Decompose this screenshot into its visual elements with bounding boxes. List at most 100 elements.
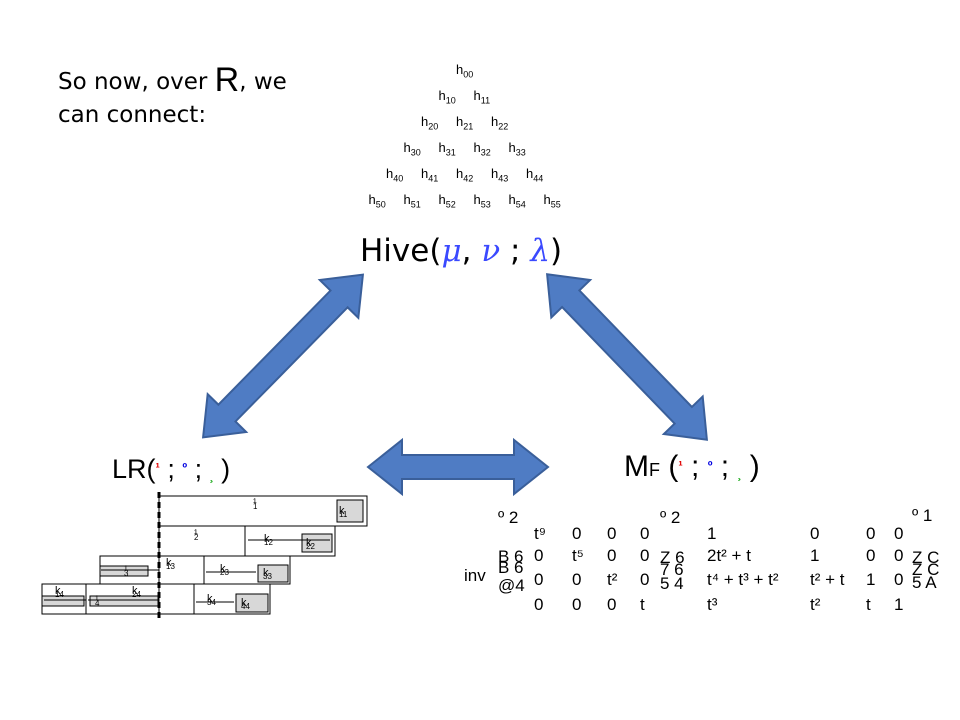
k-letter: k xyxy=(132,585,138,597)
hive-cell-letter: h xyxy=(491,114,499,129)
hive-cell-index: 55 xyxy=(550,199,561,210)
hive-cell: h43 xyxy=(491,166,508,184)
k44-box xyxy=(235,593,269,613)
hive-cell: h00 xyxy=(456,62,473,80)
hive-cell-letter: h xyxy=(368,192,376,207)
matrix-entry: 0 xyxy=(894,524,904,543)
matrix-garble-z2: 7 6 xyxy=(660,560,684,579)
hive-cell-index: 42 xyxy=(463,173,474,184)
hive-cell-letter: h xyxy=(526,166,534,181)
hive-cell: h11 xyxy=(474,88,491,106)
k-subscript: 34 xyxy=(207,598,216,608)
field-symbol-r: R xyxy=(214,61,240,99)
matrix-entry: t² xyxy=(607,570,618,589)
matrix-garble-b6b: B 6 xyxy=(498,558,524,577)
hive-cell-index: 33 xyxy=(515,147,526,158)
hive-cell-letter: h xyxy=(491,166,499,181)
arrow-horizontal xyxy=(366,437,550,497)
hive-cell-index: 30 xyxy=(410,147,421,158)
hive-cell-index: 40 xyxy=(393,173,404,184)
k-subscript: 22 xyxy=(306,542,315,552)
hive-cell: h40 xyxy=(386,166,403,184)
lambda-symbol: λ xyxy=(530,233,550,269)
hive-cell: h52 xyxy=(439,192,456,210)
hive-cell-index: 53 xyxy=(480,199,491,210)
hive-cell-letter: h xyxy=(438,192,446,207)
k-subscript: 11 xyxy=(339,510,348,520)
matrix-entry: 0 xyxy=(640,546,650,565)
hive-cell-letter: h xyxy=(473,192,481,207)
intro-prefix: So now, over xyxy=(58,69,215,95)
matrix-garble-at4: @4 xyxy=(498,576,525,595)
matrix-garble-z3: 5 4 xyxy=(660,574,684,593)
matrix-entry: t⁴ + t³ + t² xyxy=(707,570,779,589)
hive-cell-letter: h xyxy=(386,166,394,181)
hive-cell: h33 xyxy=(509,140,526,158)
hive-cell-index: 44 xyxy=(533,173,544,184)
k-subscript: 12 xyxy=(264,538,273,548)
mf-name: M xyxy=(624,450,649,483)
k-letter: k xyxy=(220,563,226,575)
row-label-glyph: ¹ xyxy=(95,594,99,606)
hive-cell: h31 xyxy=(439,140,456,158)
hive-cell-index: 21 xyxy=(463,121,474,132)
k-letter: k xyxy=(166,557,172,569)
k33-box xyxy=(257,564,289,583)
k-subscript: 13 xyxy=(166,562,175,572)
matrix-entry: 0 xyxy=(534,595,544,614)
hive-cell: h55 xyxy=(544,192,561,210)
matrix-inv-label: inv xyxy=(464,566,486,585)
hive-cell-letter: h xyxy=(403,192,411,207)
k-subscript: 23 xyxy=(220,568,229,578)
matrix-entry: 0 xyxy=(894,546,904,565)
matrix-entry: 0 xyxy=(640,570,650,589)
matrix-garble-zc1: Z C xyxy=(912,548,940,567)
lr-sep-2: ; xyxy=(187,454,210,484)
mf-title: MF (¹ ; º ; ¸ ) xyxy=(624,450,760,484)
row-label-sub: 4 xyxy=(95,599,100,609)
intro-line-2: can connect: xyxy=(58,102,207,128)
lr-sep-1: ; xyxy=(159,454,183,484)
matrix-garble-zc2: Z C xyxy=(912,560,940,579)
matrix-entry: 0 xyxy=(894,570,904,589)
hive-cell-letter: h xyxy=(508,192,516,207)
matrix-entry: t xyxy=(866,595,871,614)
hive-cell-index: 11 xyxy=(480,95,491,106)
mu-symbol: μ xyxy=(441,233,462,269)
row-label-glyph: ¹ xyxy=(124,564,128,576)
arrow-right-diagonal xyxy=(545,273,709,441)
hive-sep-1: , xyxy=(461,233,482,269)
mf-open: ( xyxy=(660,450,679,483)
k-subscript: 44 xyxy=(241,602,250,612)
mf-arg-3: ¸ xyxy=(737,467,742,481)
hive-cell: h42 xyxy=(456,166,473,184)
hive-cell-index: 43 xyxy=(498,173,509,184)
hive-cell-index: 41 xyxy=(428,173,439,184)
matrix-entry: 1 xyxy=(894,595,904,614)
k-letter: k xyxy=(306,537,312,549)
matrix-entry: t⁹ xyxy=(534,524,547,543)
hive-cell-letter: h xyxy=(421,166,429,181)
k-letter: k xyxy=(55,585,61,597)
hive-cell-index: 31 xyxy=(445,147,456,158)
row-label-glyph: ¹ xyxy=(194,528,198,540)
hive-cell-index: 52 xyxy=(445,199,456,210)
matrix-entry: 1 xyxy=(810,546,820,565)
matrix-entry: 0 xyxy=(534,570,544,589)
hive-cell: h20 xyxy=(421,114,438,132)
hive-cell-index: 22 xyxy=(498,121,509,132)
hive-cell: h53 xyxy=(474,192,491,210)
hive-sep-2: ; xyxy=(500,233,531,269)
mf-arg-1: ¹ xyxy=(678,458,683,473)
matrix-entry: 0 xyxy=(607,595,617,614)
matrix-entry: 0 xyxy=(534,546,544,565)
mf-subscript: F xyxy=(649,460,660,480)
hive-cell-letter: h xyxy=(438,140,446,155)
matrix-garble-right-top: º 1 xyxy=(912,506,933,525)
k-letter: k xyxy=(264,533,270,545)
